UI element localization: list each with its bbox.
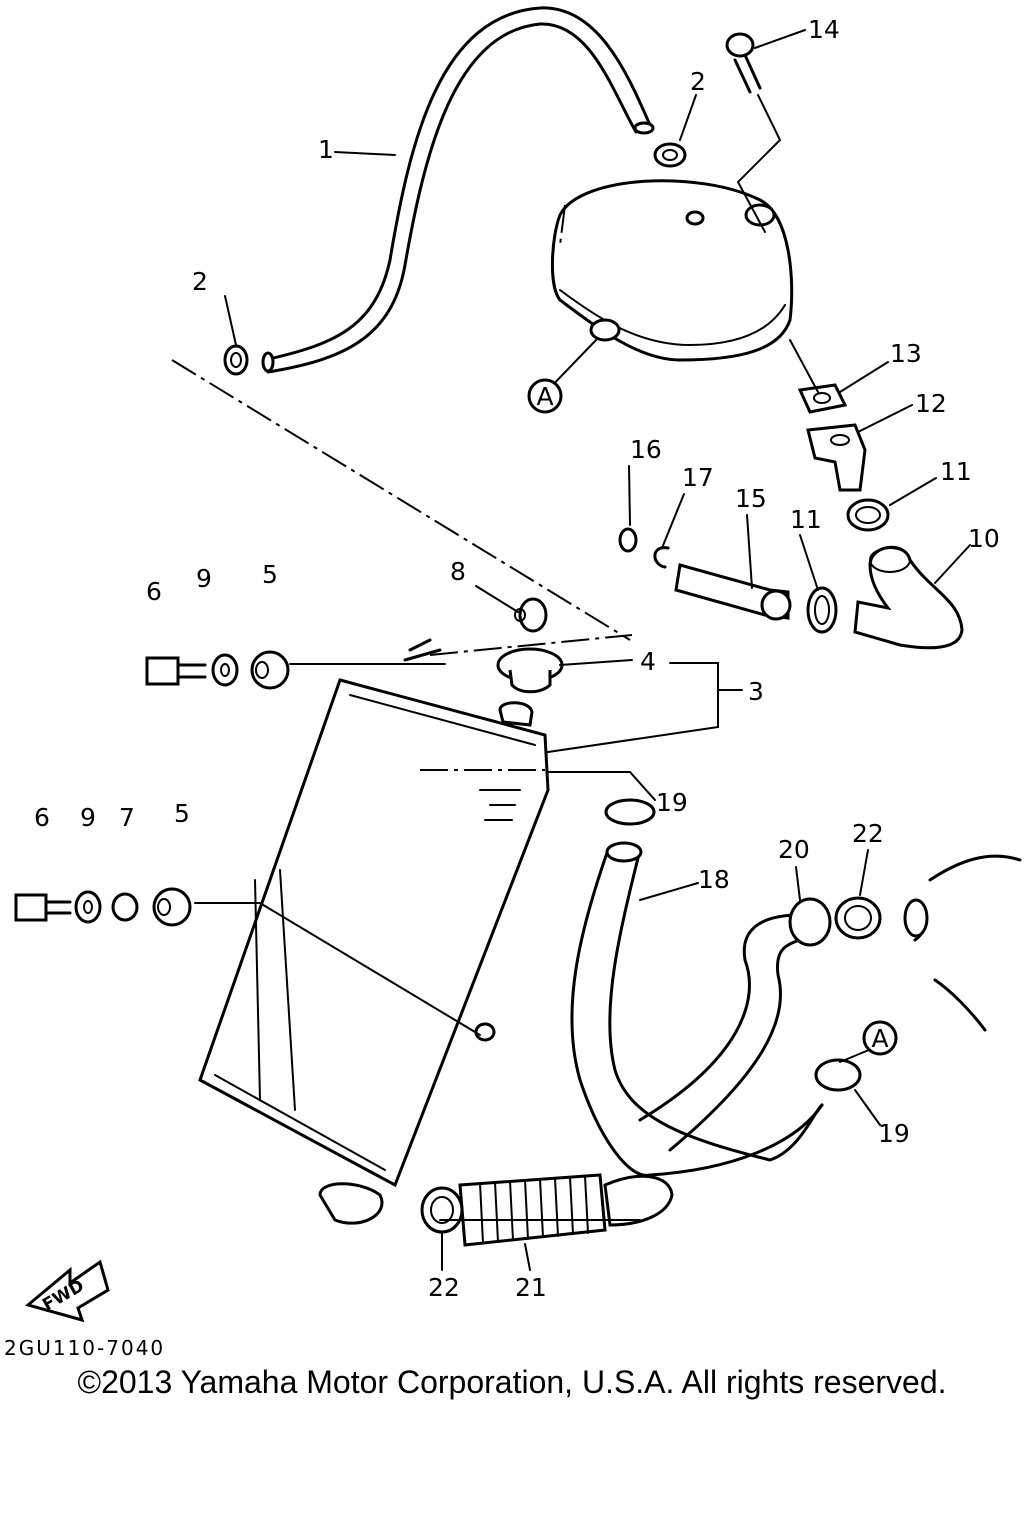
part-label-18: 18: [698, 865, 730, 894]
hose-clamp-19-upper: [604, 798, 656, 826]
hose-20: [638, 897, 832, 1152]
hose-clip-left: [223, 344, 249, 376]
part-label-3: 3: [748, 677, 764, 706]
forward-direction-arrow: FWD: [24, 1259, 110, 1323]
gasket-13: [797, 383, 848, 414]
hose-clamp-11-lower: [806, 586, 838, 634]
fitting-12: [806, 423, 867, 492]
lower-mount-hardware: [14, 887, 192, 927]
reference-a-label: A: [871, 1024, 888, 1053]
hose-10: [853, 545, 964, 650]
part-label-9: 9: [196, 564, 212, 593]
grommet-8: [514, 597, 548, 633]
part-label-20: 20: [778, 835, 810, 864]
part-label-16: 16: [630, 435, 662, 464]
hose-clamp-22-right: [834, 896, 882, 940]
part-label-5: 5: [174, 799, 190, 828]
part-label-19: 19: [656, 788, 688, 817]
hose-clamp-22-bottom: [420, 1186, 464, 1234]
reference-a-label: A: [536, 382, 553, 411]
hose-18: [570, 841, 824, 1177]
part-label-12: 12: [915, 389, 947, 418]
leader-lines: [224, 29, 971, 1271]
part-label-14: 14: [808, 15, 840, 44]
radiator-cap: [496, 647, 564, 694]
lower-hose-elbow: [603, 1174, 674, 1227]
copyright-notice: ©2013 Yamaha Motor Corporation, U.S.A. A…: [77, 1364, 947, 1400]
part-label-5: 5: [262, 560, 278, 589]
o-ring-16: [618, 527, 638, 553]
reference-marker-a-lower: A: [862, 1020, 898, 1056]
part-label-11: 11: [790, 505, 822, 534]
engine-outlet: [903, 854, 1022, 1032]
part-label-7: 7: [119, 803, 135, 832]
part-label-17: 17: [682, 463, 714, 492]
radiator: [198, 638, 550, 1225]
hose-clip-upper: [653, 142, 687, 168]
coolant-reservoir-tank: [551, 179, 794, 362]
part-label-22: 22: [428, 1273, 460, 1302]
part-label-2: 2: [192, 267, 208, 296]
hose-clamp-11-upper: [846, 498, 890, 532]
part-label-11: 11: [940, 457, 972, 486]
upper-mount-hardware: [145, 650, 290, 690]
part-label-15: 15: [735, 484, 767, 513]
part-label-10: 10: [968, 524, 1000, 553]
hose-clamp-19-lower: [814, 1058, 862, 1092]
part-label-19: 19: [878, 1119, 910, 1148]
part-label-9: 9: [80, 803, 96, 832]
part-label-13: 13: [890, 339, 922, 368]
pipe-15: [674, 563, 792, 621]
part-label-6: 6: [146, 577, 162, 606]
part-label-22: 22: [852, 819, 884, 848]
bolt-14: [725, 32, 762, 94]
corrugated-hose-21: [458, 1173, 607, 1247]
part-label-8: 8: [450, 557, 466, 586]
reference-marker-a-upper: A: [527, 378, 563, 414]
overflow-hose: [261, 6, 655, 374]
drawing-code: 2GU110-7040: [4, 1336, 166, 1360]
part-label-1: 1: [318, 135, 334, 164]
part-label-6: 6: [34, 803, 50, 832]
part-label-4: 4: [640, 647, 656, 676]
part-label-2: 2: [690, 67, 706, 96]
circlip-17: [653, 546, 670, 569]
part-label-21: 21: [515, 1273, 547, 1302]
